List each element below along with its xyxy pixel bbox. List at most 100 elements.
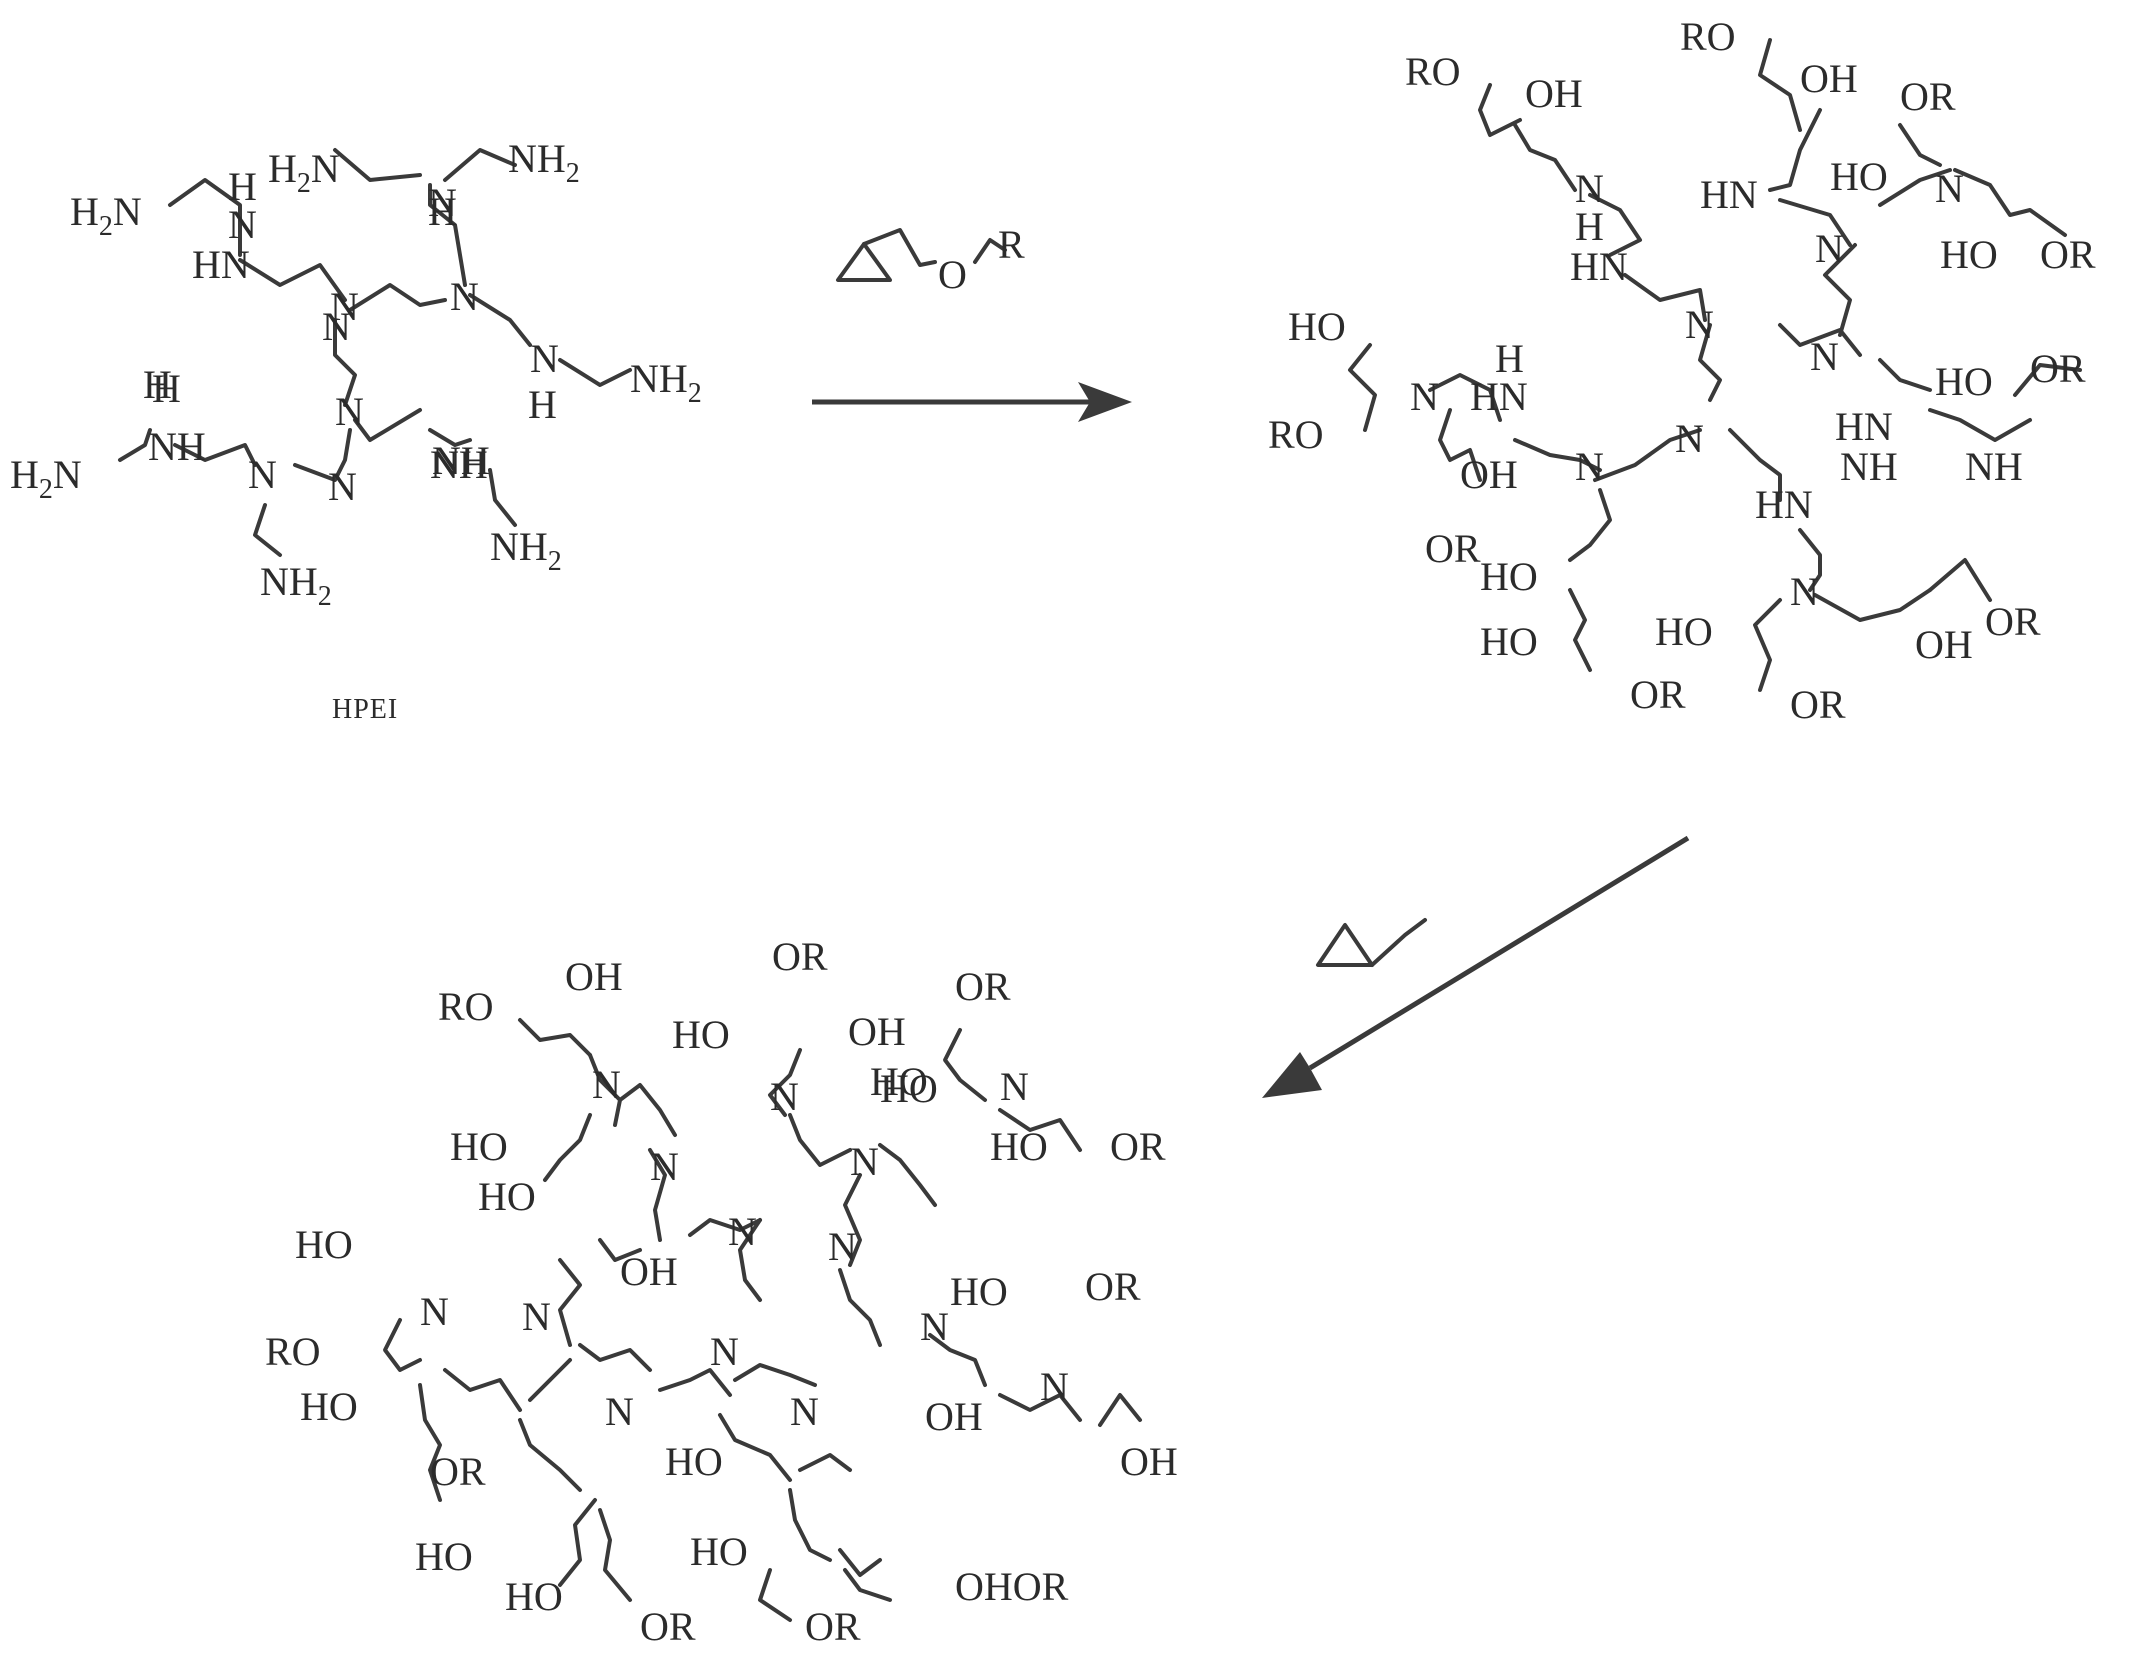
reagent-ether-oxygen: O [938,252,967,297]
hpei-atom: N [428,180,457,225]
hpei-atom: N [228,202,257,247]
product-1-group: OR [1985,599,2041,644]
product-2-group: OHOR [955,1564,1069,1609]
hpei-atom: H [228,164,257,209]
hpei-atom: N [330,284,359,329]
hpei-atom: H [143,362,172,407]
product-1-group: H [1575,204,1604,249]
hpei-h2n-2: H2N [268,146,340,199]
product-1-group: HN [1755,482,1813,527]
product-2-group: HO [690,1529,748,1574]
product-1-structure [1348,38,2082,692]
hpei-nh2-1: NH2 [508,136,580,189]
product-1-group: N [1935,166,1964,211]
product-2-group: N [770,1074,799,1119]
product-2-group: HO [505,1574,563,1619]
hpei-atom: NH [148,424,206,469]
product-1-labels: RO OH RO OH OR HO HN N H OR HO HN N N N … [1268,14,2096,727]
product-2-group: N [920,1304,949,1349]
hpei-nh2-3: NH2 [490,524,562,577]
product-1-group: OH [1460,452,1518,497]
product-2-group: N [850,1139,879,1184]
hpei-h2n-3: H2N [10,452,82,505]
product-1-group: OH [1915,622,1973,667]
product-2-group: OR [955,964,1011,1009]
product-2-group: OR [1085,1264,1141,1309]
hpei-atom: N [322,304,351,349]
propylene-oxide-reagent [1316,918,1427,967]
product-2-group: HO [415,1534,473,1579]
glycidyl-ether-reagent: O R [836,222,1025,297]
product-1-group: OR [1900,74,1956,119]
product-1-group: HO [1288,304,1346,349]
product-1-group: N [1815,226,1844,271]
product-2-group: N [592,1062,621,1107]
hpei-atom: N [335,389,364,434]
product-2-group: HO [870,1059,928,1104]
product-1-group: HO [1940,232,1998,277]
product-1-group: RO [1405,49,1461,94]
hpei-atom: HN [192,242,250,287]
product-1-group: N [1575,444,1604,489]
product-1-group: N [1685,302,1714,347]
product-2-group: N [1000,1064,1029,1109]
product-1-group: RO [1680,14,1736,59]
hpei-atom: H [528,382,557,427]
product-1-group: HO [1480,554,1538,599]
product-2-group: N [420,1289,449,1334]
product-1-group: OH [1525,71,1583,116]
product-2-group: HO [295,1222,353,1267]
hpei-atom: NH [430,442,488,487]
hpei-atom: NH [432,438,490,483]
product-2-group: OH [848,1009,906,1054]
product-2-group: OR [640,1604,696,1649]
product-2-group: N [650,1144,679,1189]
product-2-group: OH [565,954,623,999]
product-2-group: N [522,1294,551,1339]
product-2-group: OR [772,934,828,979]
product-2-group: OH [925,1394,983,1439]
product-2-group: OH [1120,1439,1178,1484]
hpei-atom: H [428,189,457,234]
product-1-group: HN [1470,374,1528,419]
product-1-group: HO [1655,609,1713,654]
product-2-group: HO [478,1174,536,1219]
product-2-group: HO [880,1066,938,1111]
product-1-group: RO [1268,412,1324,457]
product-2-group: N [605,1389,634,1434]
product-2-group: HO [665,1439,723,1484]
product-2-group: HO [950,1269,1008,1314]
product-1-group: H [1495,336,1524,381]
product-2-group: OR [1110,1124,1166,1169]
hpei-atom: N [530,336,559,381]
hpei-nh2-2: NH2 [630,356,702,409]
hpei-structure [118,148,632,557]
product-2-group: N [728,1209,757,1254]
hpei-caption: HPEI [332,694,398,725]
product-2-group: RO [438,984,494,1029]
hpei-h2n-1: H2N [70,189,142,242]
product-1-group: OR [2040,232,2096,277]
product-1-group: OR [2030,346,2086,391]
product-1-group: N [1575,166,1604,211]
product-2-group: N [1040,1364,1069,1409]
product-1-group: OH [1800,56,1858,101]
product-2-group: OR [430,1449,486,1494]
product-2-group: N [790,1389,819,1434]
product-1-group: OR [1425,526,1481,571]
product-1-group: OR [1630,672,1686,717]
hpei-atom: N [248,452,277,497]
hpei-atom: N [328,464,357,509]
product-1-group: N [1790,569,1819,614]
product-1-group: N [1410,374,1439,419]
hpei-nh2-4: NH2 [260,559,332,612]
product-2-group: N [828,1224,857,1269]
product-1-group: HN [1835,404,1893,449]
product-1-group: HN [1570,244,1628,289]
product-1-group: HN [1700,172,1758,217]
product-1-group: N [1810,334,1839,379]
product-2-group: HO [672,1012,730,1057]
product-2-group: OH [620,1249,678,1294]
product-1-group: HO [1480,619,1538,664]
